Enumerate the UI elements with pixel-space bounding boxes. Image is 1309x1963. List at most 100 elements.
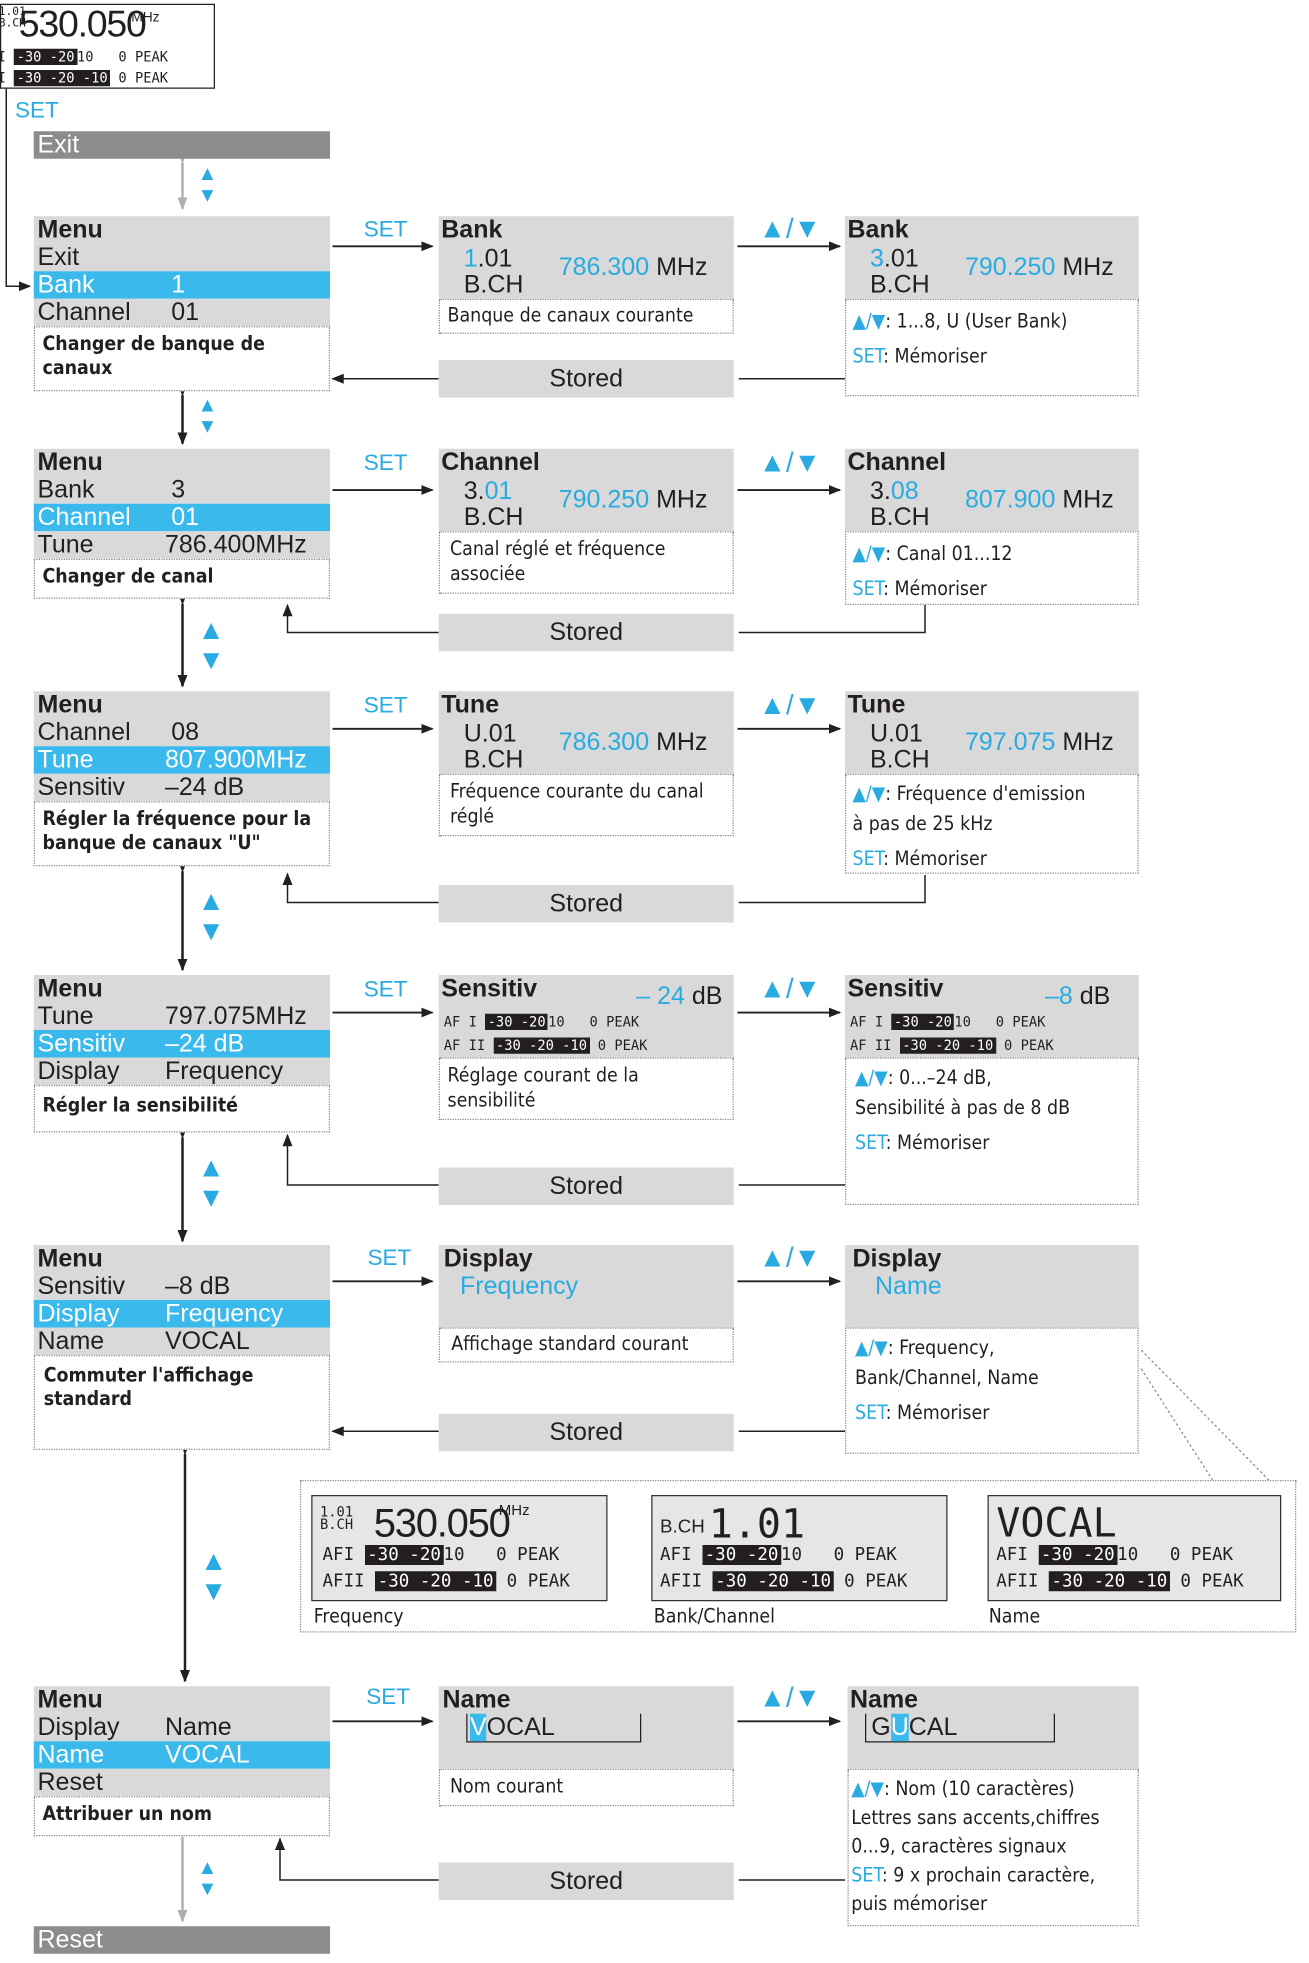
set-label: SET: [363, 976, 408, 1002]
stored-bar: Stored: [438, 1413, 734, 1452]
af2-meter: AFII -30 -20 -10 0 PEAK: [996, 1571, 1244, 1592]
menu-description: Changer de canal: [33, 558, 330, 599]
set-label: SET: [363, 692, 408, 718]
panel-title: Sensitiv: [441, 975, 538, 1003]
name-field[interactable]: VOCAL: [466, 1713, 642, 1743]
updown-label: ▲/▼: [758, 212, 821, 244]
bank-next-panel: Bank 3.01 B.CH 790.250 MHz: [845, 216, 1139, 299]
display-value: Frequency: [460, 1272, 579, 1301]
menu-item-reset[interactable]: Reset: [33, 1768, 330, 1797]
updown-label: ▲/▼: [758, 446, 821, 478]
panel-title: Bank: [847, 216, 909, 244]
menu-title: Menu: [33, 1686, 330, 1714]
panel-title: Display: [852, 1245, 942, 1273]
stored-bar: Stored: [438, 1862, 734, 1900]
channel-next-desc: ▲/▼: Canal 01...12 SET: Mémoriser: [845, 531, 1139, 605]
name-field[interactable]: GUCAL: [865, 1713, 1055, 1743]
updown-label: ▲/▼: [758, 1241, 821, 1273]
bch-label: B.CH: [463, 746, 524, 774]
updown-arrows[interactable]: ▲▼: [197, 1151, 225, 1213]
menu-description: Commuter l'affichage standard: [33, 1355, 330, 1450]
top-display-unit: MHz: [131, 10, 160, 25]
panel-title: Bank: [441, 216, 503, 244]
display-option-caption: Bank/Channel: [653, 1605, 775, 1628]
menu-description: Changer de banque de canaux: [33, 326, 330, 392]
af2-meter: AF II -30 -20 -10 0 PEAK: [850, 1037, 1054, 1054]
updown-arrows[interactable]: ▲▼: [197, 613, 225, 675]
updown-arrows[interactable]: ▲▼: [197, 395, 218, 438]
tune-next-desc: ▲/▼: Fréquence d'emission à pas de 25 kH…: [845, 773, 1139, 874]
tune-next-panel: Tune U.01 B.CH 797.075 MHz: [845, 691, 1139, 774]
menu-title: Menu: [33, 691, 330, 719]
bch-label: B.CH: [870, 746, 930, 774]
reset-bar[interactable]: Reset: [33, 1926, 330, 1954]
top-display-bch: 1.01 B.CH: [0, 6, 26, 30]
stored-bar: Stored: [438, 360, 734, 398]
menu-title: Menu: [33, 216, 330, 244]
updown-arrows[interactable]: ▲▼: [197, 1857, 218, 1901]
menu-item-sensitiv[interactable]: Sensitiv–8 dB: [33, 1272, 330, 1300]
menu-item-exit[interactable]: Exit: [33, 243, 330, 272]
lcd-main: VOCAL: [996, 1498, 1117, 1547]
tune-current-panel: Tune U.01 B.CH 786.300 MHz: [438, 691, 734, 774]
bch-label: B.CH: [463, 503, 524, 532]
sensitiv-next-desc: ▲/▼: 0...–24 dB, Sensibilité à pas de 8 …: [845, 1057, 1139, 1205]
bank-next-desc: ▲/▼: 1...8, U (User Bank) SET: Mémoriser: [845, 298, 1139, 397]
lcd-main: 530.050: [373, 1500, 511, 1545]
stored-bar: Stored: [438, 1167, 734, 1205]
updown-arrows-exit[interactable]: ▲▼: [197, 163, 218, 207]
display-option-caption: Name: [988, 1605, 1041, 1628]
top-display-af2: I -30 -20 -10 0 PEAK: [0, 70, 168, 87]
name-next-desc: ▲/▼: Nom (10 caractères) Lettres sans ac…: [847, 1768, 1139, 1927]
set-label-top: SET: [15, 97, 59, 123]
display-next-panel: Display Name: [845, 1245, 1139, 1328]
exit-bar[interactable]: Exit: [33, 131, 330, 159]
menu-description: Attribuer un nom: [33, 1796, 330, 1837]
updown-arrows[interactable]: ▲▼: [197, 885, 225, 947]
display-next-desc: ▲/▼: Frequency, Bank/Channel, Name SET: …: [845, 1327, 1139, 1454]
menu-item-sensitiv[interactable]: Sensitiv–24 dB: [33, 1030, 330, 1058]
updown-label: ▲/▼: [758, 1681, 821, 1713]
bank-current-panel: Bank 1.01 B.CH 786.300 MHz: [438, 216, 734, 299]
display-current-panel: Display Frequency: [438, 1245, 734, 1328]
stored-bar: Stored: [438, 613, 734, 652]
panel-title: Name: [442, 1686, 511, 1714]
updown-label: ▲/▼: [758, 688, 821, 720]
channel-current-desc: Canal réglé et fréquence associée: [438, 531, 734, 594]
bch-label: B.CH: [463, 271, 524, 299]
menu-item-sensitiv[interactable]: Sensitiv–24 dB: [33, 773, 330, 802]
lcd-unit: MHz: [498, 1501, 530, 1519]
name-next-panel: Name GUCAL: [847, 1686, 1139, 1769]
updown-arrows[interactable]: ▲▼: [200, 1545, 228, 1607]
menu-title: Menu: [33, 975, 330, 1003]
bch-label: B.CH: [870, 503, 930, 532]
menu-title: Menu: [33, 448, 330, 477]
set-label: SET: [363, 216, 408, 242]
